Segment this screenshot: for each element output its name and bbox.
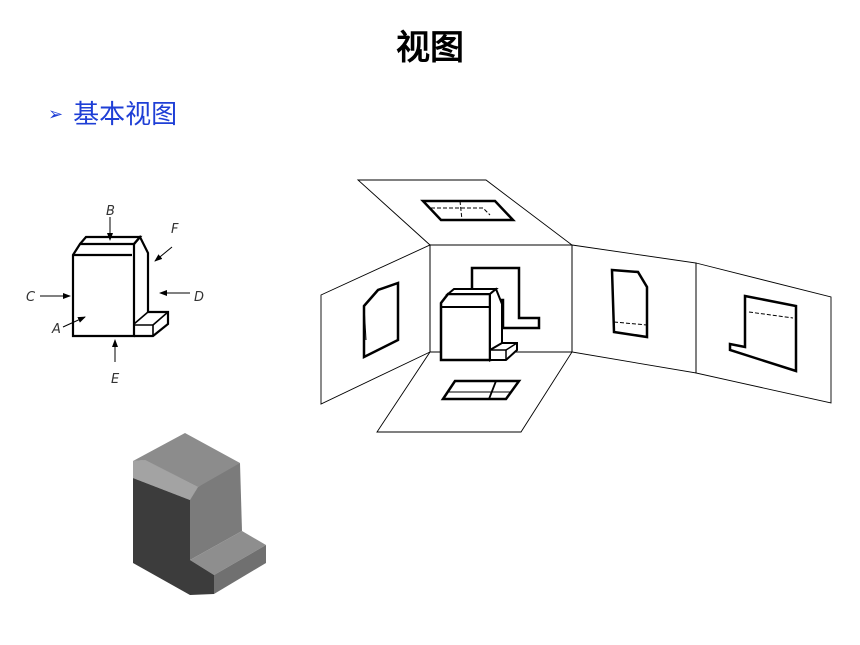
top-view <box>420 199 516 222</box>
page-title: 视图 <box>396 28 464 68</box>
label-b: B <box>106 204 115 219</box>
label-d: D <box>194 290 204 305</box>
bottom-view <box>440 379 522 401</box>
arrow-f <box>154 246 173 262</box>
right-view <box>610 268 649 339</box>
label-c: C <box>26 290 36 305</box>
projection-planes <box>320 179 832 433</box>
label-e: E <box>111 372 120 387</box>
label-f: F <box>171 222 179 237</box>
section-heading: ➢ 基本视图 <box>48 94 177 131</box>
front-view-object <box>439 266 541 363</box>
rear-view <box>728 294 798 373</box>
arrow-bullet-icon: ➢ <box>48 104 64 125</box>
left-side-view <box>362 281 400 360</box>
section-heading-label: 基本视图 <box>73 100 178 130</box>
shaded-model <box>133 433 266 595</box>
direction-diagram <box>40 217 190 362</box>
arrow-a <box>62 316 86 328</box>
label-a: A <box>51 322 61 337</box>
